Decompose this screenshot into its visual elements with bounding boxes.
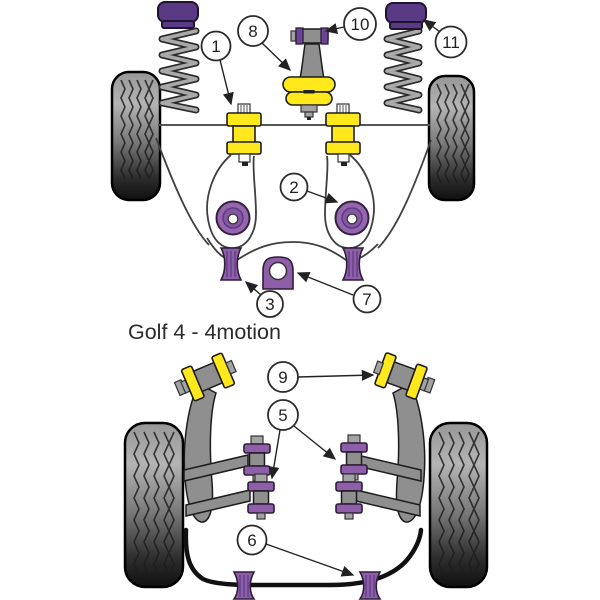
callout-3: 3 xyxy=(244,281,284,318)
dogbone-bush-right xyxy=(320,27,329,45)
rear-arm-bush-stack-right-upper xyxy=(340,434,368,481)
engine-mount-bracket xyxy=(299,43,325,80)
callout-5-label: 5 xyxy=(278,406,287,425)
rear-arb-bush-left xyxy=(232,571,256,600)
callout-10-label: 10 xyxy=(351,15,370,34)
wishbone-front-bush-right xyxy=(325,103,361,166)
callout-6: 6 xyxy=(236,524,355,577)
callout-5: 5 xyxy=(267,399,337,480)
callout-1: 1 xyxy=(200,30,234,106)
trailing-arm-bush-left xyxy=(173,352,237,402)
trailing-arm-bush-right xyxy=(372,352,436,400)
wishbone-front-bush-left xyxy=(226,103,262,166)
callout-8: 8 xyxy=(237,15,292,71)
rear-arb-bush-right xyxy=(358,571,382,600)
rear-arm-bush-stack-right-lower xyxy=(335,473,363,520)
rear-trailing-arm-left xyxy=(183,382,217,523)
front-left-tire xyxy=(110,70,162,202)
callout-8-label: 8 xyxy=(248,22,257,41)
engine-mount-nut xyxy=(300,104,318,113)
rear-lateral-arms xyxy=(183,454,422,517)
callout-2: 2 xyxy=(279,172,339,204)
callout-10: 10 xyxy=(324,7,377,41)
spring-top-mount-left xyxy=(157,1,199,29)
front-arb-d-bush xyxy=(262,256,294,290)
rear-left-tire xyxy=(123,421,185,589)
callout-11-label: 11 xyxy=(442,33,460,52)
engine-mount-bush-lower xyxy=(285,91,333,106)
callout-9-label: 9 xyxy=(278,368,287,387)
wishbone-rear-bush-left xyxy=(215,200,251,236)
front-left-coil-spring xyxy=(158,27,200,114)
engine-mount-bush-upper xyxy=(282,76,336,93)
rear-arm-bush-stack-left-lower xyxy=(247,473,275,520)
front-arb-bush-left xyxy=(219,247,243,281)
front-arb-bush-right xyxy=(341,247,365,281)
callout-6-label: 6 xyxy=(247,531,256,550)
rear-anti-roll-bar xyxy=(183,527,424,588)
callout-3-label: 3 xyxy=(265,295,274,314)
front-right-coil-spring xyxy=(383,27,423,114)
dogbone-bush-left xyxy=(295,27,304,45)
rear-right-tire xyxy=(428,421,489,589)
engine-mount-assembly xyxy=(282,27,336,120)
front-right-tire xyxy=(427,74,476,202)
callout-7: 7 xyxy=(296,271,382,314)
callout-9: 9 xyxy=(267,361,375,393)
rear-arm-bush-stack-left-upper xyxy=(243,435,271,482)
callout-11: 11 xyxy=(422,19,468,59)
callout-2-label: 2 xyxy=(289,178,298,197)
spring-top-mount-right xyxy=(385,2,427,30)
callout-7-label: 7 xyxy=(362,290,371,309)
wishbone-rear-bush-right xyxy=(334,200,370,236)
callout-1-label: 1 xyxy=(211,37,220,56)
rear-trailing-arm-right xyxy=(392,382,426,523)
section-title: Golf 4 - 4motion xyxy=(128,320,281,344)
